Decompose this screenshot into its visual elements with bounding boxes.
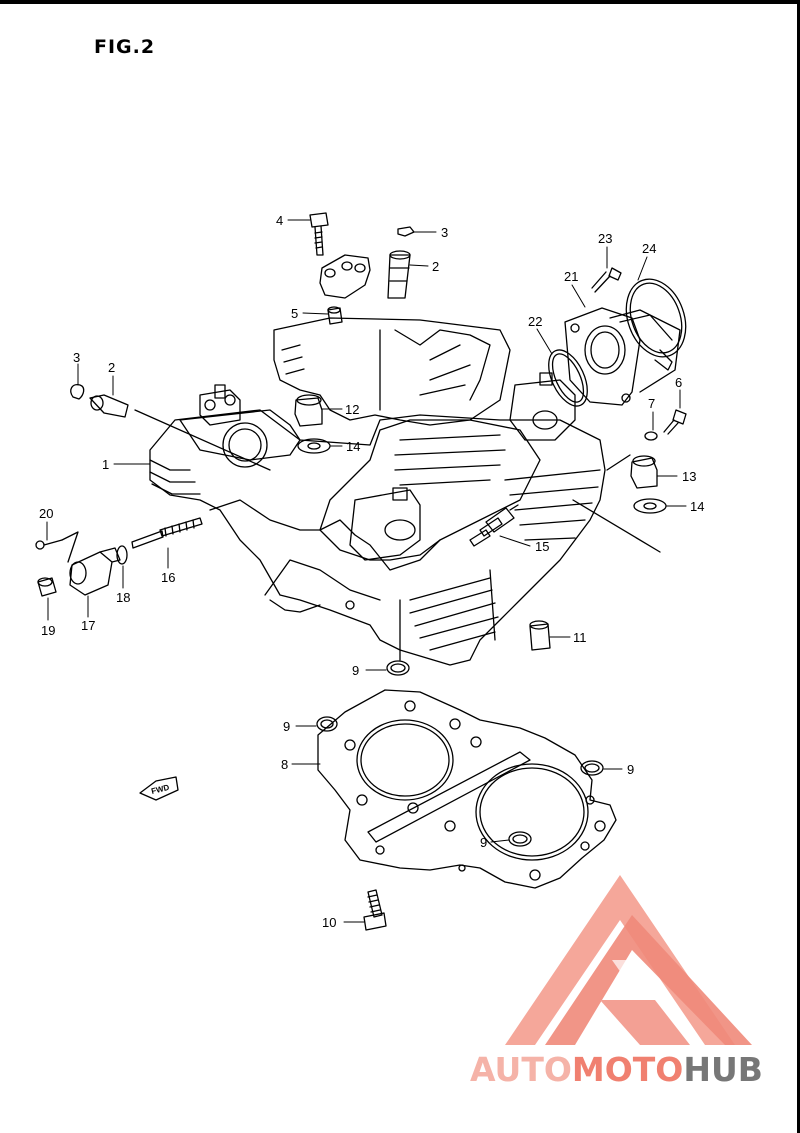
forward-arrow-icon: FWD xyxy=(139,776,179,801)
gear-housing-part-17 xyxy=(69,547,121,596)
callout-14-right: 14 xyxy=(690,499,704,514)
o-ring-part-9-right xyxy=(580,760,604,776)
callout-19: 19 xyxy=(41,623,55,638)
callout-15: 15 xyxy=(535,539,549,554)
cap-nut-part-12 xyxy=(294,394,323,427)
o-ring-part-9-upper xyxy=(386,660,410,676)
callout-13: 13 xyxy=(682,469,696,484)
figure-title: FIG.2 xyxy=(94,36,156,58)
callout-20: 20 xyxy=(39,506,53,521)
callout-6: 6 xyxy=(675,375,682,390)
callout-11: 11 xyxy=(573,630,587,645)
clip-part-3-top xyxy=(397,226,415,237)
callout-2-top: 2 xyxy=(432,259,439,274)
watermark-moto: MOTO xyxy=(571,1050,684,1089)
tacho-gear-part-16 xyxy=(131,517,203,549)
bolt-part-10 xyxy=(363,889,387,931)
spark-plug-part-15 xyxy=(469,504,519,547)
clip-part-3-left xyxy=(70,384,85,400)
bolt-part-4 xyxy=(309,212,329,256)
callout-1: 1 xyxy=(102,457,109,472)
cap-part-19 xyxy=(37,577,57,597)
watermark-hub: HUB xyxy=(683,1050,763,1089)
callout-10: 10 xyxy=(322,915,336,930)
screw-part-20 xyxy=(35,531,79,563)
callout-14-left: 14 xyxy=(346,439,360,454)
dowel-part-11 xyxy=(529,620,551,651)
cylinder-head xyxy=(149,317,606,666)
callout-2-left: 2 xyxy=(108,360,115,375)
callout-17: 17 xyxy=(81,618,95,633)
cam-holder-bracket xyxy=(319,254,371,299)
o-ring-part-22 xyxy=(548,349,588,407)
o-ring-part-9-center xyxy=(508,831,532,847)
watermark-auto: AUTO xyxy=(470,1050,572,1089)
callout-9-upper: 9 xyxy=(352,663,359,678)
callout-22: 22 xyxy=(528,314,542,329)
automotohub-logo xyxy=(505,875,752,1045)
washer-part-14-right xyxy=(572,498,667,553)
callout-12: 12 xyxy=(345,402,359,417)
callout-9-center: 9 xyxy=(480,835,487,850)
callout-18: 18 xyxy=(116,590,130,605)
forward-label: FWD xyxy=(150,783,170,796)
callout-5: 5 xyxy=(291,306,298,321)
callout-7: 7 xyxy=(648,396,655,411)
callout-4: 4 xyxy=(276,213,283,228)
cap-nut-part-13 xyxy=(606,454,658,489)
dowel-part-5 xyxy=(327,306,343,325)
dowel-part-2-top xyxy=(387,250,411,299)
o-ring-part-18 xyxy=(116,545,128,565)
callout-9-left: 9 xyxy=(283,719,290,734)
callout-16: 16 xyxy=(161,570,175,585)
watermark-text: AUTOMOTOHUB xyxy=(470,1050,763,1089)
head-gasket-part-8 xyxy=(317,689,617,889)
callout-23: 23 xyxy=(598,231,612,246)
screw-part-23 xyxy=(591,267,622,293)
clamp-part-24 xyxy=(625,278,687,371)
callout-3-left: 3 xyxy=(73,350,80,365)
frame-top-border xyxy=(0,0,800,4)
callout-labels: 4 3 2 23 24 21 5 22 3 2 6 12 7 14 1 13 1… xyxy=(39,213,704,930)
dowel-part-2-left xyxy=(89,394,271,471)
callout-9-right: 9 xyxy=(627,762,634,777)
callout-24: 24 xyxy=(642,241,656,256)
bolt-part-6 xyxy=(663,409,687,435)
callout-8: 8 xyxy=(281,757,288,772)
frame-right-border xyxy=(797,0,800,1133)
o-ring-part-9-left xyxy=(316,716,338,732)
washer-part-7 xyxy=(644,431,658,441)
leader-lines xyxy=(46,219,687,923)
callout-3-top: 3 xyxy=(441,225,448,240)
callout-21: 21 xyxy=(564,269,578,284)
